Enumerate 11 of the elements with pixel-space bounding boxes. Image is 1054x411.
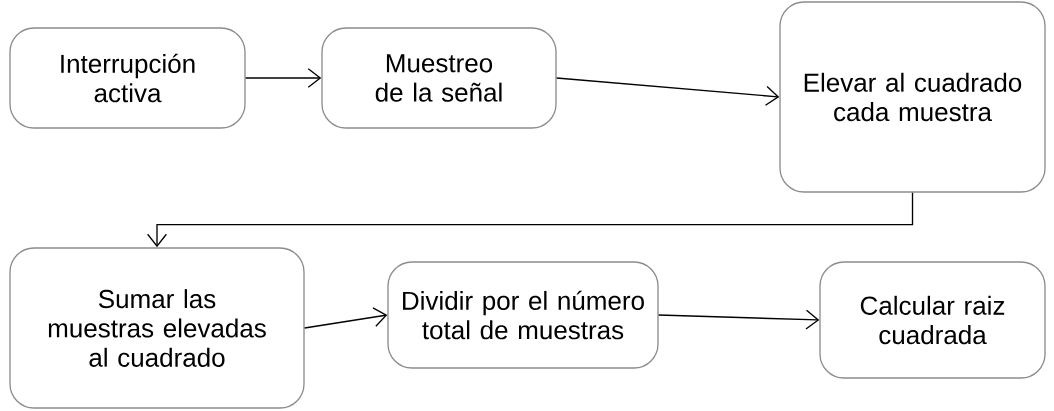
- arrow: [658, 309, 820, 330]
- process-box: Elevar al cuadrado cada muestra: [779, 1, 1046, 193]
- process-box: Dividir por el número total de muestras: [387, 261, 659, 369]
- process-box: Interrupción activa: [9, 27, 246, 129]
- arrow: [304, 307, 388, 329]
- arrow: [147, 192, 914, 248]
- arrow: [556, 77, 780, 106]
- process-box: Muestreo de la señal: [321, 27, 557, 129]
- process-box: Sumar las muestras elevadas al cuadrado: [9, 247, 305, 409]
- process-box: Calcular raiz cuadrada: [819, 261, 1046, 379]
- arrow: [245, 68, 322, 88]
